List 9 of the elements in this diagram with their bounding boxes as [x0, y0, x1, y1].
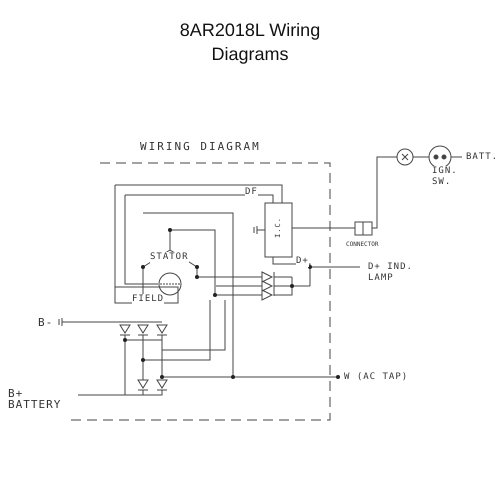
terminal-label: W (AC TAP)	[344, 372, 408, 383]
section-heading: WIRING DIAGRAM	[140, 141, 261, 152]
terminal-label: B+ BATTERY	[8, 388, 78, 410]
terminal-label: B-	[38, 317, 54, 328]
terminal-label: D+	[296, 256, 309, 267]
diagram-title: 8AR2018L Wiring Diagrams	[178, 19, 322, 66]
component-label: FIELD	[132, 294, 164, 305]
terminal-label: DF	[245, 187, 258, 198]
component-label: STATOR	[150, 252, 189, 263]
